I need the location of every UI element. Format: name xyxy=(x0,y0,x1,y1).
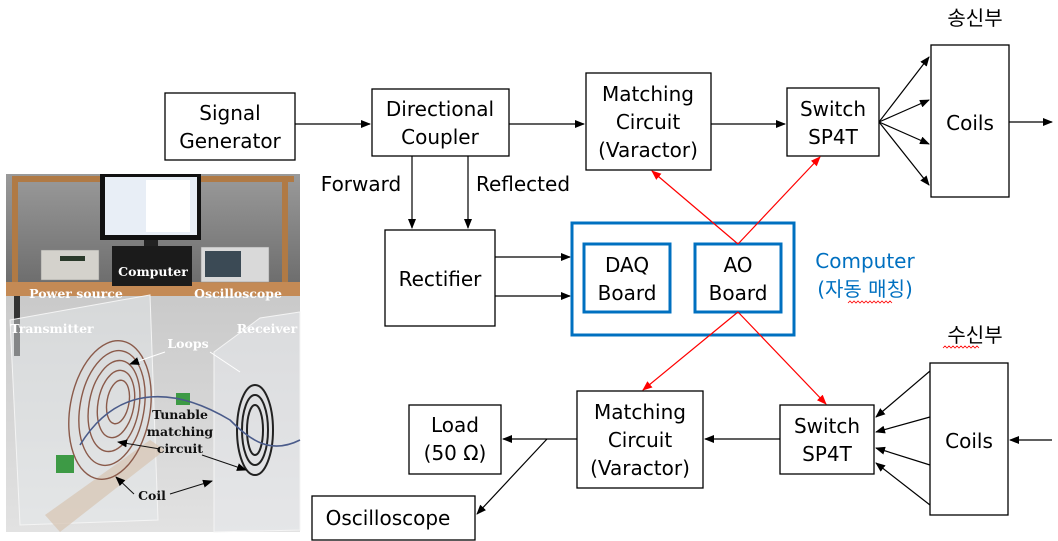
rx-switch-line-2: SP4T xyxy=(802,442,852,466)
photo-label-coil: Coil xyxy=(138,488,166,503)
photo-label-tunable-1: Tunable xyxy=(152,407,208,422)
photo-label-computer: Computer xyxy=(118,264,188,279)
directional-coupler-line-1: Directional xyxy=(386,97,494,121)
rx-switch-sp4t-block: Switch SP4T xyxy=(779,404,875,475)
signal-generator-line-2: Generator xyxy=(179,129,281,153)
tx-matching-circuit-block: Matching Circuit (Varactor) xyxy=(585,72,712,171)
monitor xyxy=(100,174,201,248)
directional-coupler-line-2: Coupler xyxy=(401,125,479,149)
tx-matching-line-2: Circuit xyxy=(616,110,681,134)
reflected-label: Reflected xyxy=(476,172,570,196)
loops-pointer-rx xyxy=(209,351,241,373)
transmitter-coil xyxy=(68,340,152,480)
rx-matching-line-2: Circuit xyxy=(608,428,673,452)
load-line-2: (50 Ω) xyxy=(424,441,487,465)
control-lines xyxy=(642,156,827,405)
arrow-to-oscilloscope xyxy=(476,438,548,515)
rx-coils-block: Coils xyxy=(929,362,1009,516)
tx-switch-line-2: SP4T xyxy=(808,125,858,149)
oscilloscope-label: Oscilloscope xyxy=(326,506,451,530)
rx-coils-fanin-arrows xyxy=(875,370,931,506)
rx-matching-line-3: (Varactor) xyxy=(590,456,690,480)
daq-board-line-1: DAQ xyxy=(605,253,649,277)
coil-pointer-tx xyxy=(115,476,135,495)
load-block: Load (50 Ω) xyxy=(408,404,502,475)
tx-coils-label: Coils xyxy=(946,111,994,135)
directional-coupler-block: Directional Coupler xyxy=(371,88,510,157)
transmitter-section-header: 송신부 xyxy=(947,6,1002,30)
spellcheck-underline xyxy=(847,300,893,304)
rx-matching-line-1: Matching xyxy=(594,400,686,424)
rectifier-label: Rectifier xyxy=(399,267,483,291)
receiver-section-header: 수신부 xyxy=(947,323,1002,347)
computer-label-line-1: Computer xyxy=(815,249,915,273)
rx-coils-label: Coils xyxy=(945,429,993,453)
photo-label-receiver: Receiver xyxy=(237,321,298,336)
photo-label-tunable-3: circuit xyxy=(157,441,203,456)
tx-matching-line-3: (Varactor) xyxy=(598,138,698,162)
rectifier-block: Rectifier xyxy=(384,229,496,327)
experiment-photo: Computer Power source Oscilloscope Trans… xyxy=(6,174,301,533)
signal-generator-block: Signal Generator xyxy=(164,92,296,161)
photo-label-oscilloscope: Oscilloscope xyxy=(194,286,282,301)
tx-switch-fanout-arrows xyxy=(878,56,930,186)
photo-label-tunable-2: matching xyxy=(147,424,214,439)
tunable-pointer-rx xyxy=(201,454,247,471)
photo-label-loops: Loops xyxy=(167,336,208,351)
daq-board-line-2: Board xyxy=(598,281,657,305)
spellcheck-underline-rx xyxy=(942,345,980,349)
forward-label: Forward xyxy=(321,172,401,196)
ao-board-line-2: Board xyxy=(709,281,768,305)
oscilloscope-block: Oscilloscope xyxy=(311,495,476,541)
tx-switch-line-1: Switch xyxy=(800,97,866,121)
rx-matching-circuit-block: Matching Circuit (Varactor) xyxy=(576,390,704,489)
photo-label-power-source: Power source xyxy=(29,286,123,301)
ao-board-line-1: AO xyxy=(723,253,752,277)
tx-matching-line-1: Matching xyxy=(602,82,694,106)
load-line-1: Load xyxy=(431,413,479,437)
photo-label-transmitter: Transmitter xyxy=(10,321,94,336)
tunable-pointer-tx xyxy=(117,439,161,450)
rx-switch-line-1: Switch xyxy=(794,414,860,438)
coil-pointer-rx xyxy=(169,479,213,495)
signal-generator-line-1: Signal xyxy=(199,101,260,125)
loops-pointer-tx xyxy=(129,351,166,365)
computer-label-line-2: (자동 매칭) xyxy=(817,277,913,301)
tx-switch-sp4t-block: Switch SP4T xyxy=(786,87,880,157)
tx-coils-block: Coils xyxy=(930,44,1010,198)
computer-block: DAQ Board AO Board xyxy=(570,221,796,337)
